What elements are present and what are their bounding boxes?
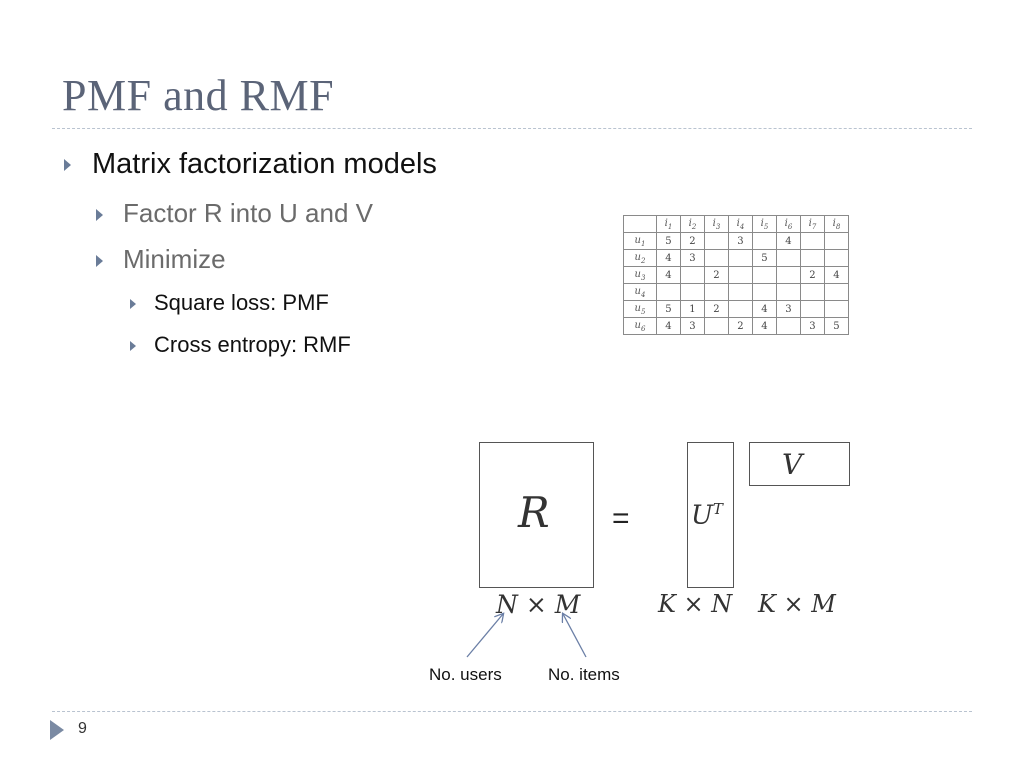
v-dimensions: K × M (758, 590, 836, 618)
bullet-square-loss: Square loss: PMF (154, 290, 329, 315)
table-header-cell: u6 (623, 317, 657, 335)
page-number: 9 (78, 720, 87, 737)
footer-arrow-icon (50, 720, 64, 740)
table-cell: 5 (823, 317, 850, 335)
bullet-arrow-icon (96, 209, 103, 221)
matrix-v-label: V (782, 448, 803, 481)
matrix-r-box (479, 442, 594, 588)
ut-dimensions: K × N (658, 590, 733, 618)
table-header-cell: u4 (623, 283, 657, 301)
table-header-cell: u5 (623, 300, 657, 318)
matrix-ut-box (687, 442, 734, 588)
table-cell: 4 (655, 317, 681, 335)
title-divider (52, 128, 972, 129)
bullet-arrow-icon (130, 299, 136, 309)
table-header-cell: i5 (751, 215, 777, 233)
users-caption: No. users (429, 665, 502, 684)
table-header-cell: i1 (655, 215, 681, 233)
items-caption: No. items (548, 665, 620, 684)
users-arrow (466, 614, 503, 658)
footer-divider (52, 711, 972, 712)
bullet-minimize: Minimize (123, 244, 226, 274)
slide-title: PMF and RMF (62, 71, 335, 120)
bullet-arrow-icon (130, 341, 136, 351)
matrix-v-box (749, 442, 850, 486)
matrix-ut-label: UT (691, 500, 723, 531)
items-arrow (563, 614, 587, 658)
table-cell: 3 (799, 317, 825, 335)
bullet-arrow-icon (96, 255, 103, 267)
bullet-arrow-icon (64, 159, 71, 171)
bullet-matrix-factorization: Matrix factorization models (92, 148, 437, 180)
matrix-r-label: R (518, 488, 550, 537)
equals-sign: = (612, 502, 630, 535)
bullet-factor-r: Factor R into U and V (123, 198, 373, 228)
bullet-cross-entropy: Cross entropy: RMF (154, 332, 351, 357)
